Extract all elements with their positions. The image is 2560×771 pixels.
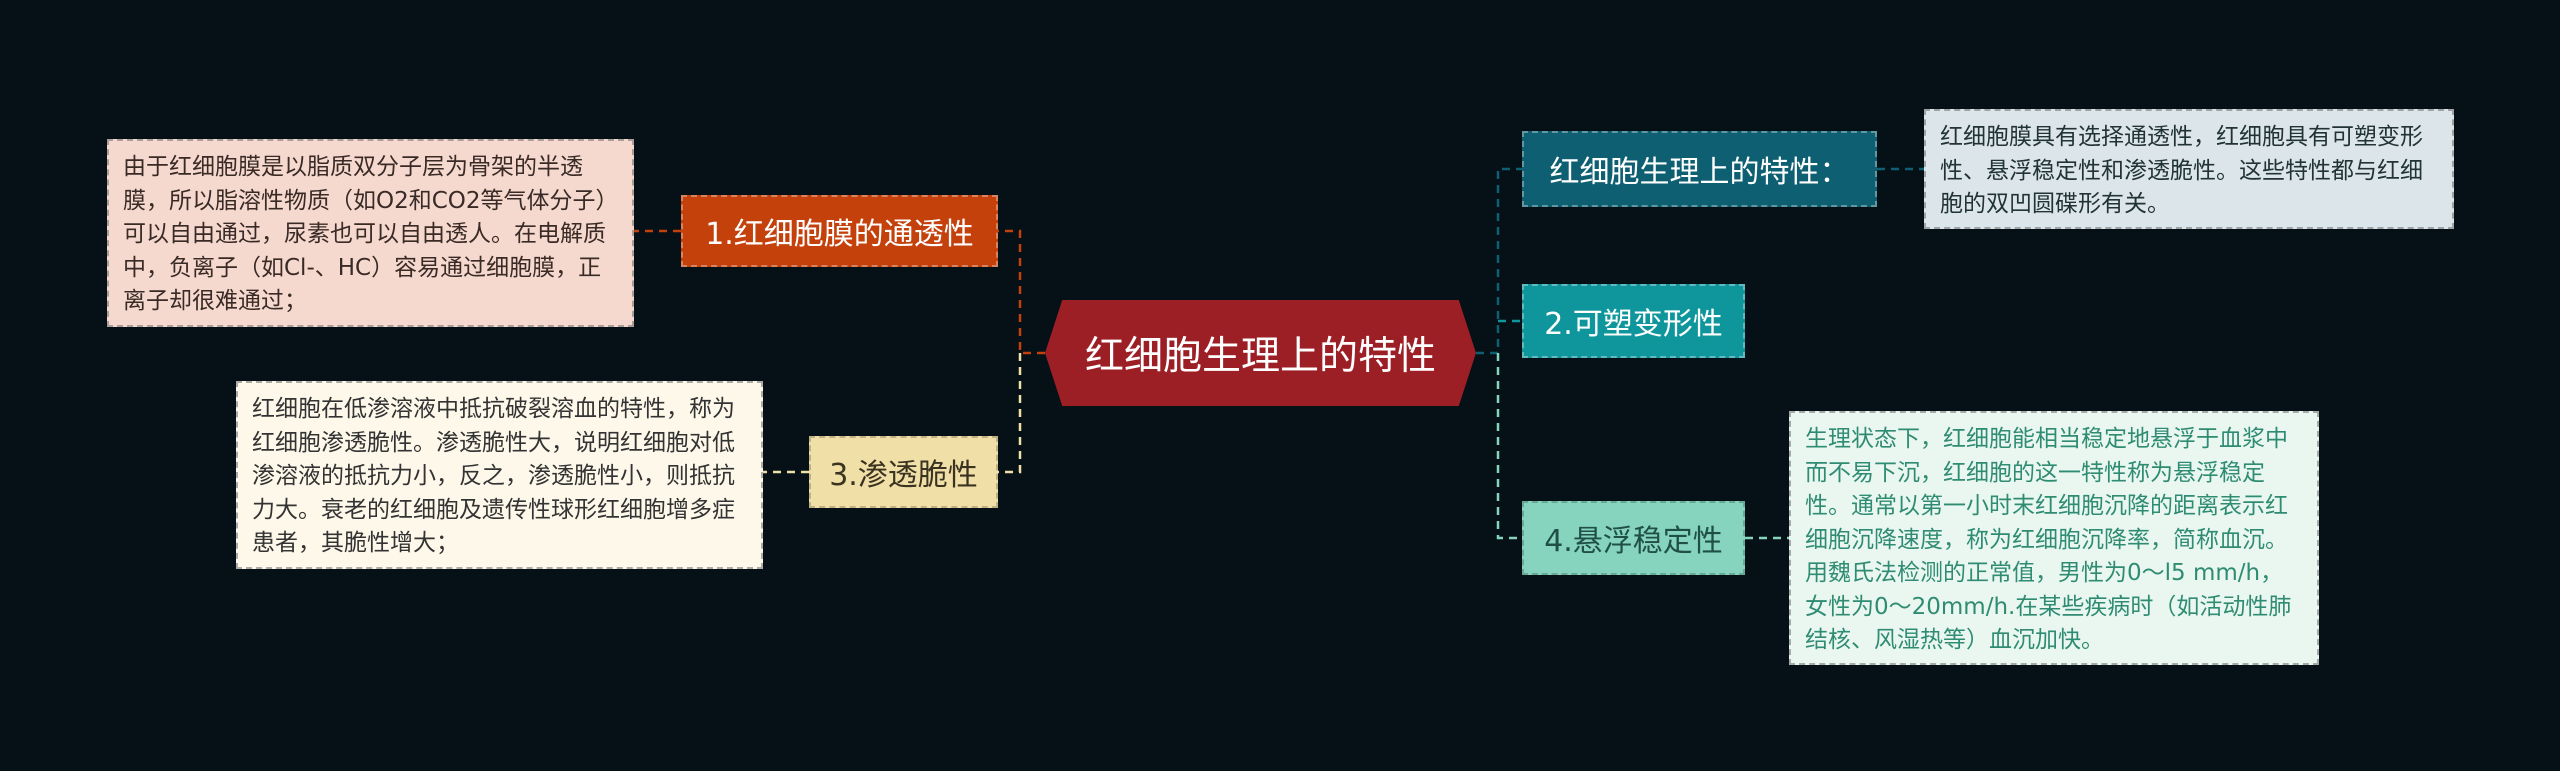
note-suspension-stability[interactable]: 生理状态下，红细胞能相当稳定地悬浮于血浆中而不易下沉，红细胞的这一特性称为悬浮稳… [1789, 411, 2319, 665]
note-physiological-properties[interactable]: 红细胞膜具有选择通透性，红细胞具有可塑变形性、悬浮稳定性和渗透脆性。这些特性都与… [1924, 109, 2454, 229]
branch-physiological-properties[interactable]: 红细胞生理上的特性： [1522, 131, 1877, 207]
note-text: 生理状态下，红细胞能相当稳定地悬浮于血浆中而不易下沉，红细胞的这一特性称为悬浮稳… [1805, 426, 2292, 653]
note-membrane-permeability[interactable]: 由于红细胞膜是以脂质双分子层为骨架的半透膜，所以脂溶性物质（如O2和CO2等气体… [107, 139, 634, 327]
link-center-right4 [1496, 353, 1522, 540]
link-center-right1 [1476, 167, 1522, 355]
link-center-branch1 [998, 229, 1045, 355]
branch-label: 1.红细胞膜的通透性 [705, 217, 974, 252]
link-center-branch3 [998, 353, 1022, 474]
branch-plastic-deformability[interactable]: 2.可塑变形性 [1522, 284, 1745, 358]
branch-membrane-permeability[interactable]: 1.红细胞膜的通透性 [681, 195, 998, 267]
note-text: 红细胞膜具有选择通透性，红细胞具有可塑变形性、悬浮稳定性和渗透脆性。这些特性都与… [1940, 124, 2423, 217]
branch-label: 4.悬浮稳定性 [1544, 524, 1723, 559]
branch-label: 红细胞生理上的特性： [1549, 155, 1850, 190]
note-text: 由于红细胞膜是以脂质双分子层为骨架的半透膜，所以脂溶性物质（如O2和CO2等气体… [123, 154, 608, 314]
note-text: 红细胞在低渗溶液中抵抗破裂溶血的特性，称为红细胞渗透脆性。渗透脆性大，说明红细胞… [252, 396, 735, 556]
branch-osmotic-fragility[interactable]: 3.渗透脆性 [809, 436, 998, 508]
central-topic[interactable]: 红细胞生理上的特性 [1045, 300, 1476, 406]
branch-suspension-stability[interactable]: 4.悬浮稳定性 [1522, 501, 1745, 575]
note-osmotic-fragility[interactable]: 红细胞在低渗溶液中抵抗破裂溶血的特性，称为红细胞渗透脆性。渗透脆性大，说明红细胞… [236, 381, 763, 569]
branch-label: 3.渗透脆性 [829, 458, 978, 493]
branch-label: 2.可塑变形性 [1544, 307, 1723, 342]
central-topic-label: 红细胞生理上的特性 [1084, 334, 1436, 379]
